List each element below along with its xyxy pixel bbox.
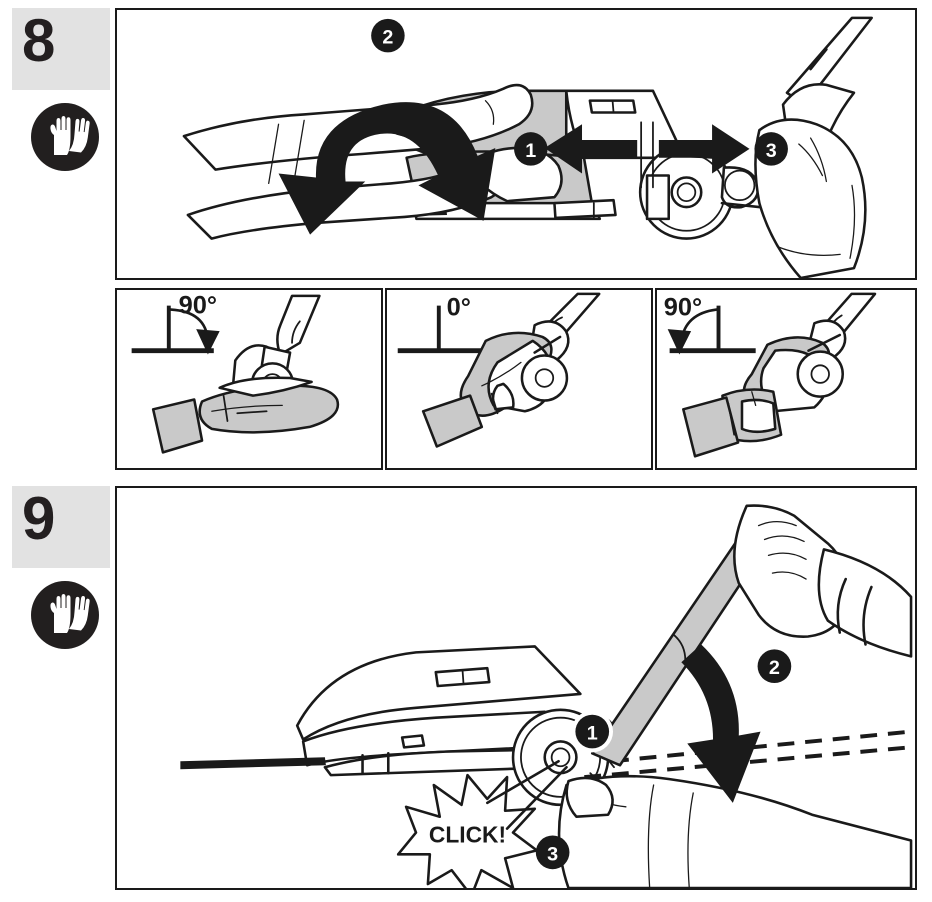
step-8: 8 [12,7,917,470]
callout-badge-3: 3 [754,132,788,166]
callout-badge-1: 1 [571,710,614,753]
angle-diagram-0: 0° [397,293,484,354]
callout-badge-3: 3 [535,835,570,870]
svg-text:0°: 0° [447,293,471,321]
svg-text:90°: 90° [664,293,702,321]
step-8-number-box: 8 [12,7,110,90]
callout-badge-1: 1 [514,132,548,166]
svg-text:2: 2 [382,27,393,49]
svg-text:2: 2 [769,657,780,679]
step-9-number: 9 [22,485,55,552]
panel-8-sub-3: 90° [655,288,917,470]
step-9: 9 [0,478,932,902]
panel-8-main: 1 2 3 [115,8,917,280]
panel-8-sub-2: 0° [385,288,653,470]
svg-text:1: 1 [525,140,536,162]
svg-text:3: 3 [766,140,777,162]
svg-text:CLICK!: CLICK! [429,821,506,847]
angle-diagram-90-right: 90° [131,291,220,355]
svg-text:90°: 90° [179,291,217,319]
protective-gloves-icon [31,581,99,649]
callout-badge-2: 2 [371,18,405,53]
panel-8-sub-1: 90° [115,288,383,470]
step-8-number: 8 [22,7,55,74]
angle-diagram-90-left: 90° [664,293,756,355]
panel-9-main: CLICK! 1 2 3 [115,486,917,890]
svg-text:1: 1 [587,722,598,744]
svg-text:3: 3 [547,843,558,865]
protective-gloves-icon [31,103,99,171]
callout-badge-2: 2 [757,649,792,684]
step-9-number-box: 9 [12,485,110,568]
click-starburst: CLICK! [396,773,539,888]
